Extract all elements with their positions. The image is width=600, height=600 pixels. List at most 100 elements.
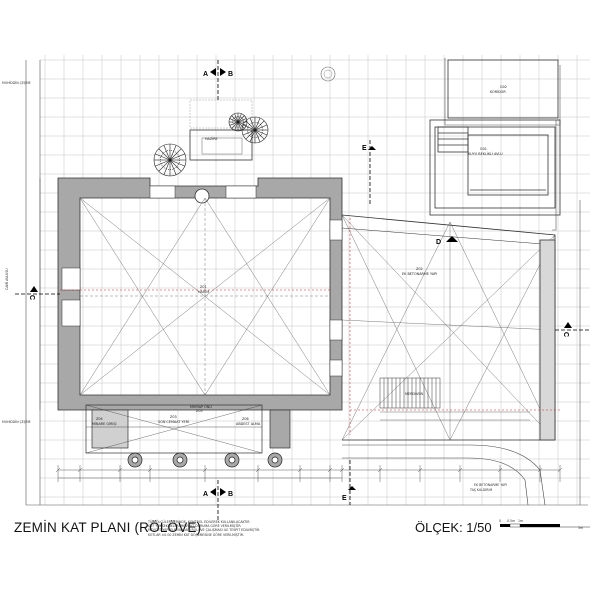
tree-branch [254,117,261,131]
room-name: SON CEMAAT YERİ [158,419,189,424]
tree-branch [231,115,239,123]
tree-icons [153,112,269,177]
side-label: MUHİDDİN ÇEŞME [2,419,31,424]
room-id: Z03 [170,415,177,419]
section-label: C [562,332,569,337]
side-label: TAŞ KALDIRIM [469,488,492,492]
room-id: Z05 [196,409,203,413]
section-marker-a-top: A B [203,60,233,100]
red-section-markers [60,218,560,435]
section-marker-a-bottom: A B [203,480,233,520]
dimension-ticks [55,465,563,482]
section-marker-d: D [436,236,458,246]
tree-branch [169,145,177,161]
tree-branch [245,120,256,131]
tree-branch [254,129,268,136]
tree-branch [169,159,182,172]
note-line: TÜM ÖLÇÜLER YERİNDE, KONTROL EDİLEREK KU… [148,520,251,524]
son-cemaat-yeri [85,404,291,454]
section-marker-e-bottom: E [342,460,356,505]
mosque-outer-walls [57,177,343,411]
section-marker-c-left: C [15,286,60,300]
tree-branch [155,159,171,167]
courtyard-label: HAZİRE [205,136,218,141]
room-id: Z06 [242,417,249,421]
tree-branch [231,121,239,129]
section-label: E [362,145,367,152]
scale-tick: 0 [499,519,501,523]
tree-branch [237,113,242,123]
room-name: KUYU BEKLİKLİ AVLU [468,151,503,156]
tree-branch [234,113,239,123]
tree-branch [237,121,242,131]
tree-branch [237,121,247,126]
tree-branch [237,115,245,123]
note-line: KOT YÜKSEKLİKLERİ MEVCUT DURUMA GÖRE VER… [148,524,242,529]
tree-branch [163,145,171,161]
dimension-lines [39,178,560,479]
room-id: Z01 [200,285,207,289]
drawing-title: ZEMİN KAT PLANI (RÖLÖVE) [14,520,202,535]
stair-label: MERDİVEN [405,391,423,396]
stair-block [379,377,441,409]
section-marker-e-top: E [362,140,376,205]
column-core [176,456,184,464]
scale-bar: 0 0.5m 1m 5m [499,519,590,530]
section-label: B [228,491,233,498]
hazire-courtyard [189,66,336,161]
column-core [228,456,236,464]
tree-branch [242,129,256,136]
tree-branch [169,159,185,167]
tree-branch [229,121,239,126]
section-label: B [228,71,233,78]
room-id: Z02 [416,267,423,271]
section-label: C [28,295,35,300]
scale-tick: 0.5m [507,519,515,523]
side-label: CAMİ AVLUSU [4,268,9,290]
tree-branch [169,148,182,161]
side-label: MUHİDDİN ÇEŞME [2,80,31,85]
tree-branch [155,153,171,161]
tree-branch [242,124,256,131]
room-name: HARİM [198,289,209,294]
room-id: Z04 [96,417,103,421]
section-label: D [436,239,441,246]
tree-branch [249,129,256,143]
drawing-scale: ÖLÇEK: 1/50 [415,520,492,535]
room-id: G02 [500,85,507,89]
window-niches [61,185,343,377]
tree-branch [254,124,268,131]
room-name: ABDEST ALMA [236,422,261,426]
tree-branch [237,118,247,123]
tree-canopy [160,150,180,170]
scale-tick: 1m [518,519,523,523]
room-name: MİNARE GİRİŞİ [92,421,117,426]
room-id: G01 [480,147,487,151]
tree-branch [163,159,171,175]
tree-branch [254,129,265,140]
portico-columns [127,452,283,468]
tree-canopy [232,116,244,128]
tree-branch [254,129,261,143]
room-name: MİHRAP ÖNÜ [190,404,212,409]
side-label: EK BETONARME YAPI [474,483,507,487]
annex-building [429,59,561,216]
tree-branch [234,121,239,131]
scale-tick: 5m [578,526,583,530]
tree-branch [169,159,177,175]
tree-canopy [246,121,264,139]
room-name: KORİDOR [490,89,506,94]
tree-branch [254,120,265,131]
section-marker-c-right: C [555,322,590,337]
column-core [131,456,139,464]
tree-branch [229,118,239,123]
tree-branch [249,117,256,131]
column-core [271,456,279,464]
tree-branch [158,159,171,172]
tree-branch [169,153,185,161]
ceiling-diagonals [79,197,331,396]
curved-pathway [342,411,546,506]
room-labels: Z01 HARİM Z02 EK BETONARME YAPI Z03 SON … [2,80,507,492]
section-label: E [342,495,347,502]
